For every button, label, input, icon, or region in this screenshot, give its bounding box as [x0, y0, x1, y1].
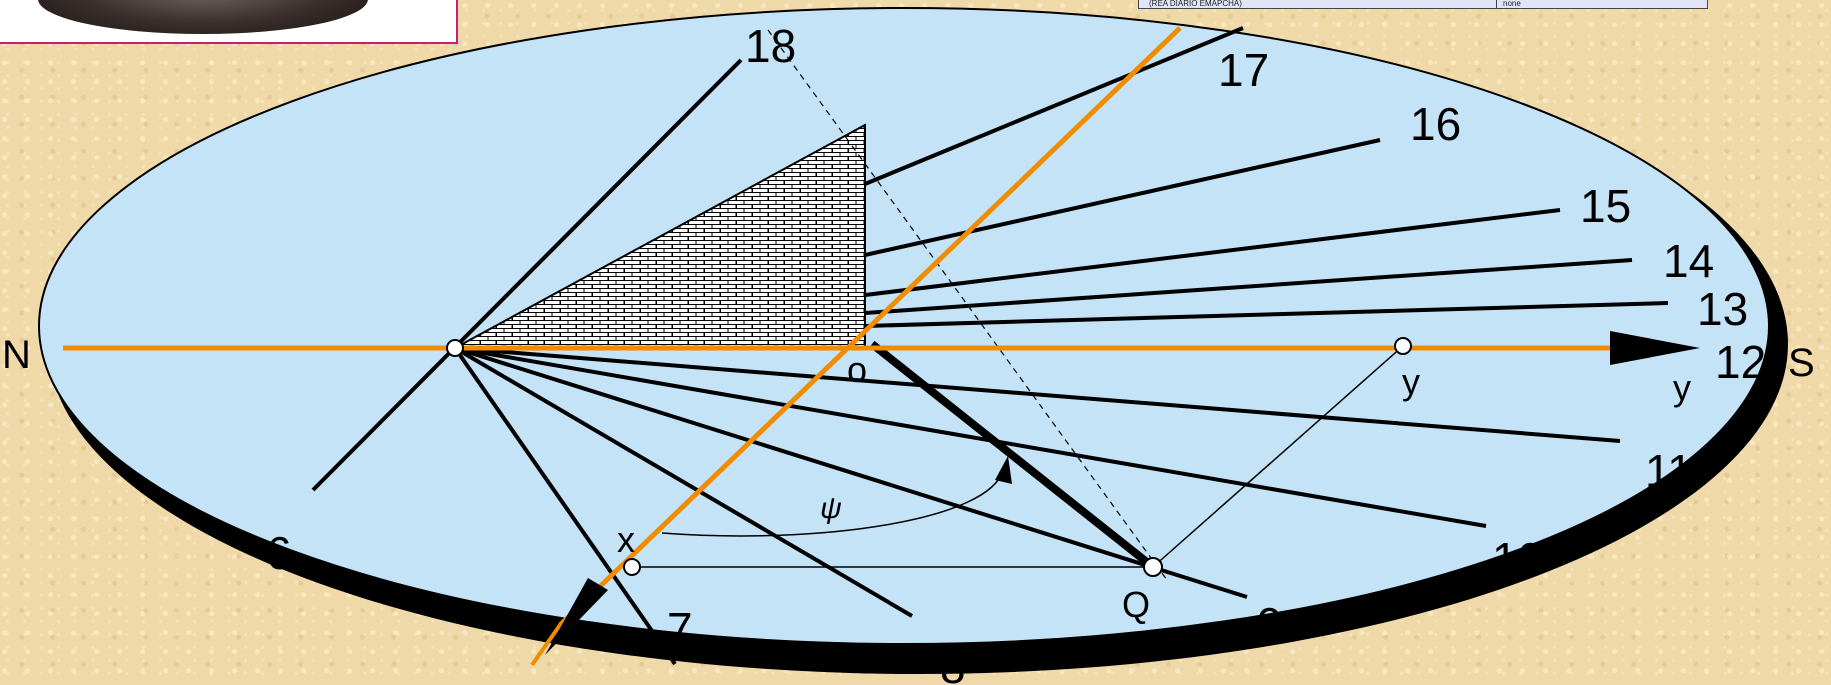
y-axis-arrowhead — [1610, 331, 1700, 365]
hour-label-14: 14 — [1663, 235, 1714, 287]
hour-label-6: 6 — [266, 527, 292, 579]
hour-label-16: 16 — [1410, 98, 1461, 150]
gnomon-base-point — [446, 339, 464, 357]
x-axis-tail — [530, 623, 562, 667]
table-cell-right: none — [1503, 0, 1521, 8]
sundial-photo-inset — [0, 0, 458, 44]
hour-label-10: 10 — [1492, 533, 1543, 585]
hour-line-15 — [864, 208, 1561, 297]
data-table-strip: (REA DIARIO EMAPCHA) none — [1138, 0, 1708, 9]
table-cell-left: (REA DIARIO EMAPCHA) — [1149, 0, 1242, 8]
y-point — [1394, 337, 1412, 355]
table-cell-divider — [1496, 0, 1497, 8]
hour-line-10 — [454, 346, 1487, 528]
hour-label-12: 12 — [1715, 336, 1766, 388]
hour-line-16 — [864, 138, 1381, 257]
shadow-line-oq — [869, 340, 1156, 571]
x-label-tip: x — [516, 603, 534, 644]
x-axis-arrowhead — [545, 578, 608, 655]
hour-line-7 — [453, 346, 677, 666]
angle-psi-label: ψ — [820, 492, 842, 525]
construction-line-qy — [1152, 345, 1404, 568]
hour-label-7: 7 — [667, 603, 693, 655]
hour-label-9: 9 — [1257, 598, 1283, 650]
angle-psi-arrowhead — [995, 456, 1012, 484]
hour-label-18: 18 — [745, 20, 796, 72]
hour-label-13: 13 — [1697, 283, 1748, 335]
hour-line-11 — [454, 346, 1621, 443]
hour-label-15: 15 — [1580, 180, 1631, 232]
hour-line-18 — [311, 58, 743, 492]
angle-psi-arc — [661, 469, 1004, 537]
hour-line-17 — [864, 26, 1244, 186]
x-point — [623, 558, 641, 576]
origin-label: o — [847, 349, 867, 390]
dashed-guide-line — [767, 29, 1168, 581]
south-label: S — [1788, 341, 1815, 385]
x-axis-line — [558, 26, 1182, 627]
hour-label-17: 17 — [1218, 44, 1269, 96]
hour-line-14 — [864, 258, 1633, 315]
q-point — [1143, 557, 1163, 577]
y-label-tip: y — [1673, 367, 1691, 408]
hour-line-8 — [453, 346, 914, 618]
y-label-mid: y — [1402, 361, 1420, 402]
q-label: Q — [1122, 584, 1150, 625]
hour-label-11: 11 — [1645, 445, 1693, 497]
hour-label-8: 8 — [940, 641, 966, 685]
hour-line-13 — [864, 301, 1669, 328]
x-label-mid: x — [617, 519, 635, 560]
hour-line-9 — [454, 346, 1248, 599]
north-label: N — [2, 333, 31, 377]
